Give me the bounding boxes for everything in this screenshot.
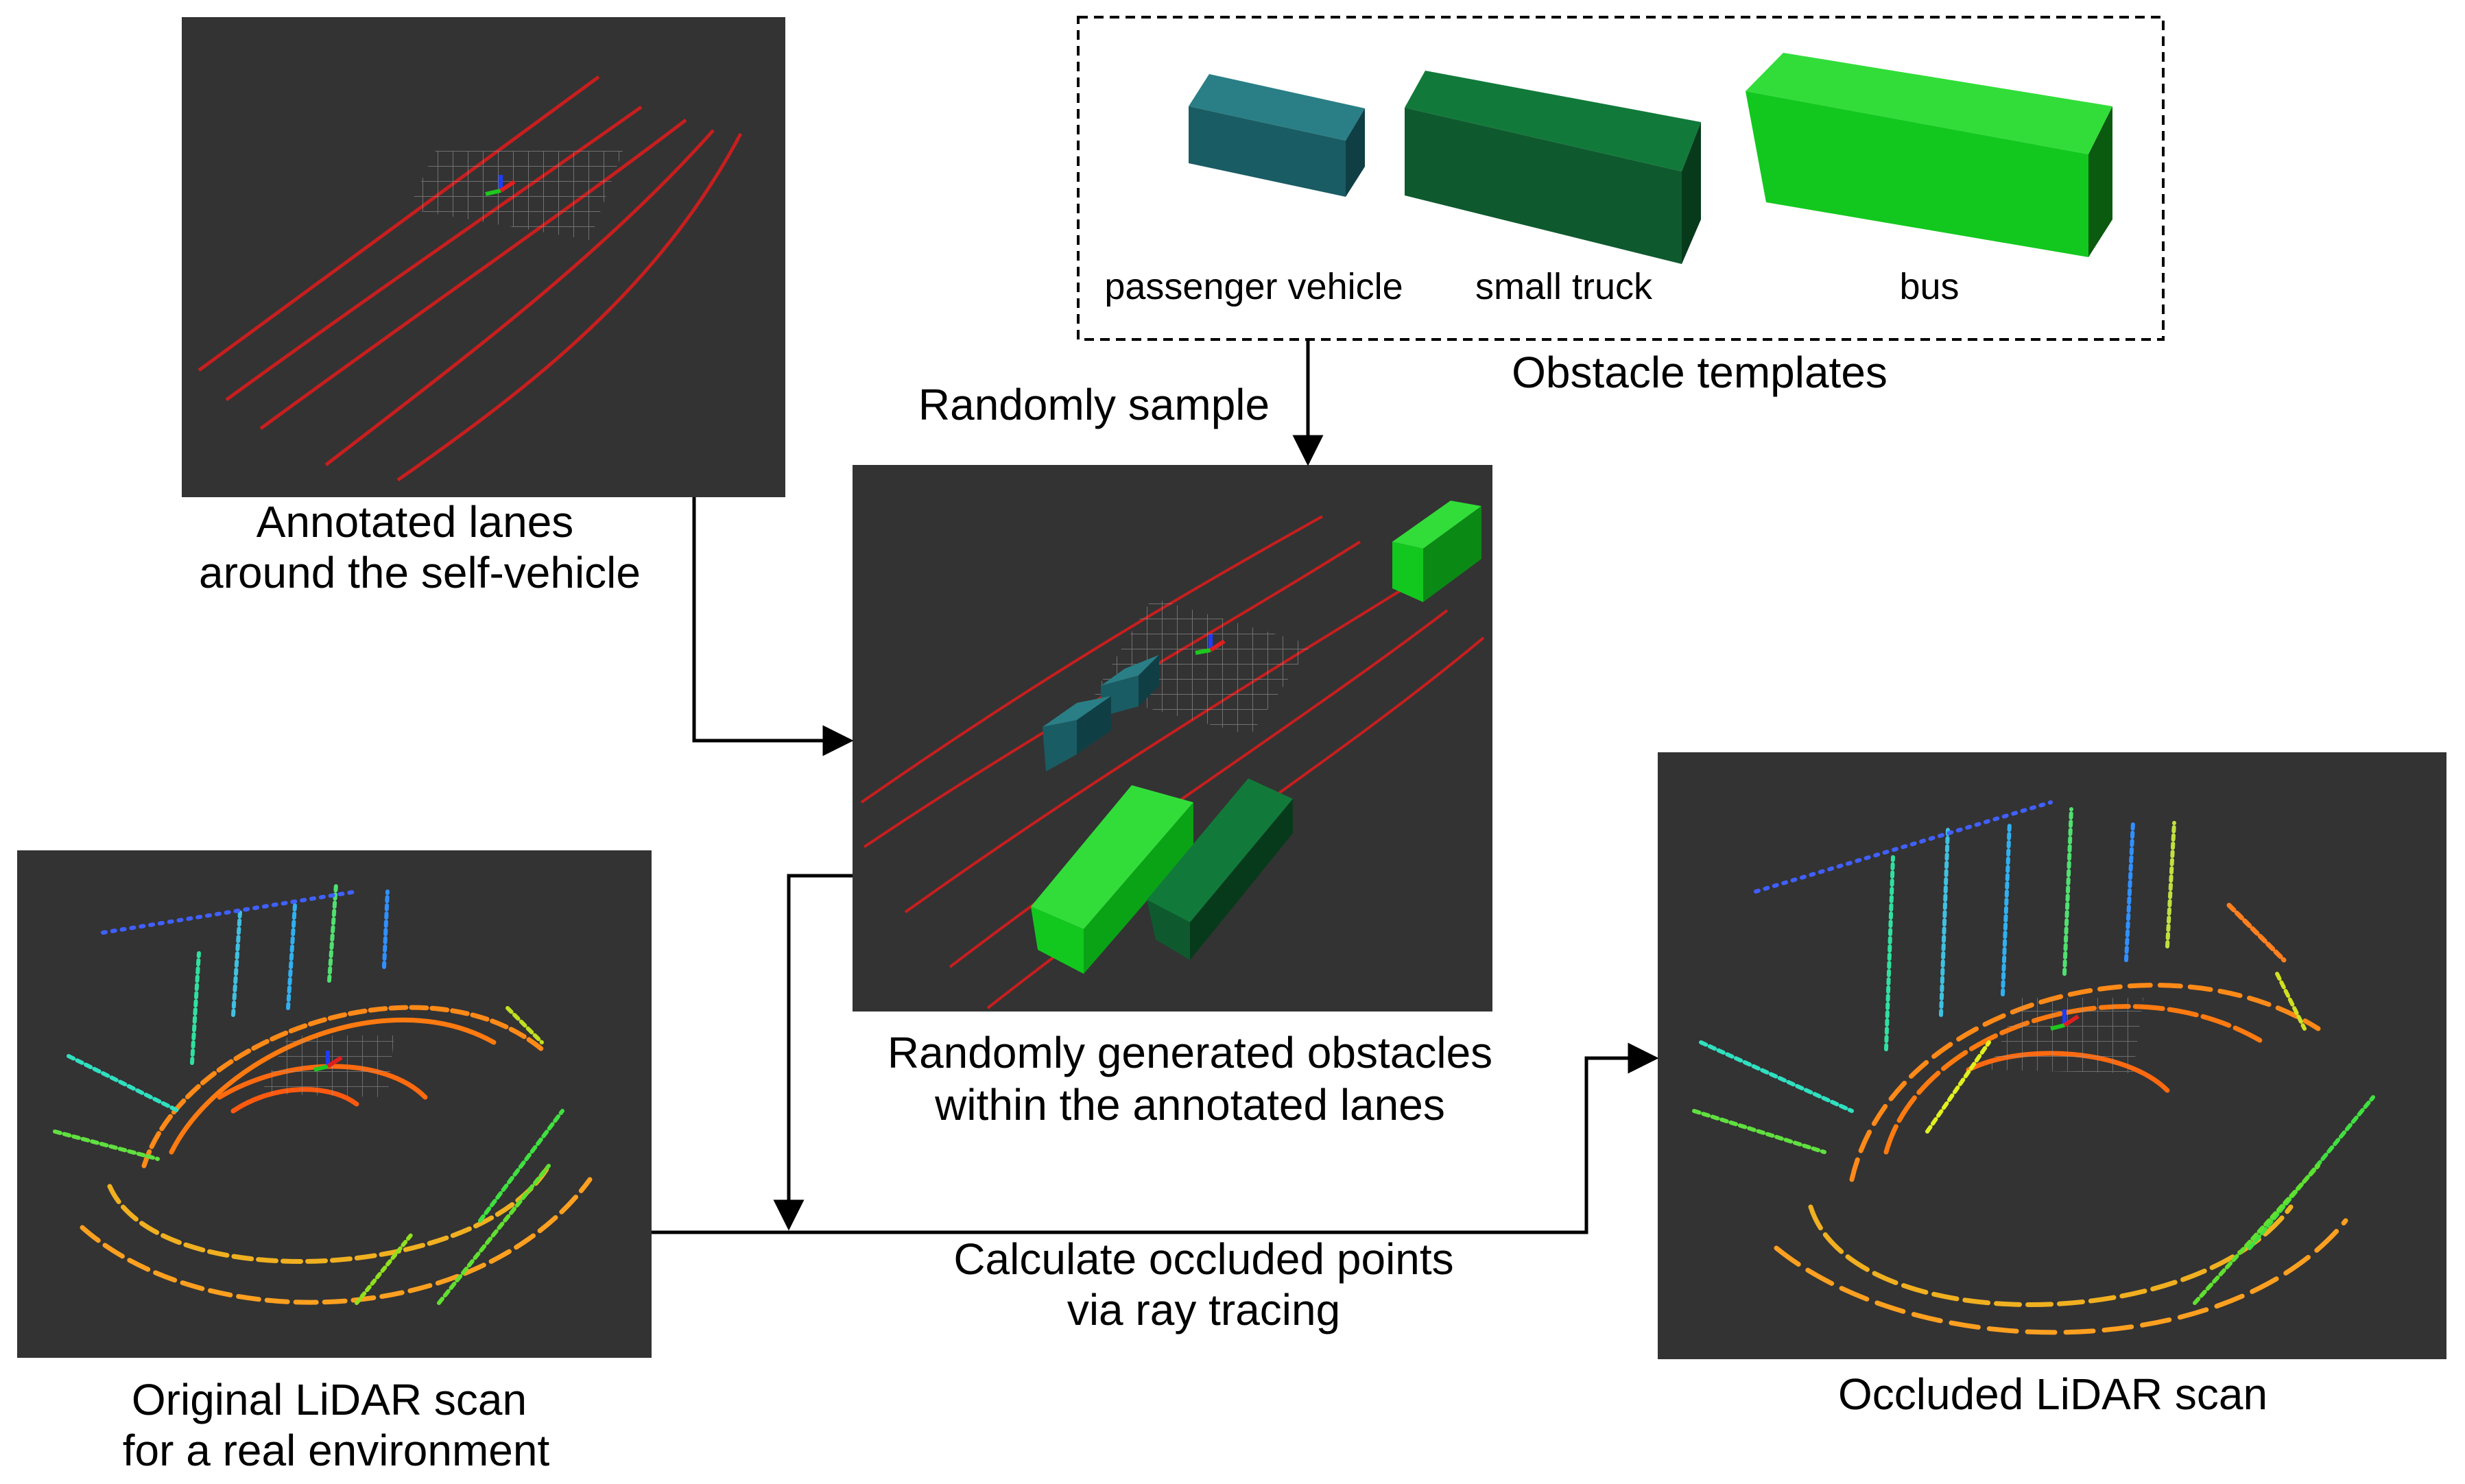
occluded-ground-grid [1989,998,2143,1073]
self-vehicle-axis-icon [485,175,516,196]
bus-template [1746,53,2112,257]
randomly-sample-label: Randomly sample [918,380,1270,429]
small-truck-template [1405,71,1701,264]
generated-small-truck [1147,778,1293,960]
generated-bus-top [1392,501,1481,602]
small-truck-label: small truck [1475,266,1653,307]
ray-tracing-caption-2: via ray tracing [1067,1285,1340,1335]
occluded-axis-icon [2050,1009,2080,1031]
connectors [652,339,1659,1234]
occluded-lidar-caption: Occluded LiDAR scan [1838,1369,2267,1419]
annotated-lanes-panel [182,17,785,497]
generated-caption-1: Randomly generated obstacles [888,1028,1492,1077]
arrow-original-to-occluded [652,1042,1659,1234]
generated-obstacles-panel [853,465,1492,1012]
original-lidar-panel [17,850,652,1358]
original-lidar-structures [53,883,564,1305]
occluded-lidar-panel [1658,752,2446,1359]
generated-caption-2: within the annotated lanes [934,1080,1445,1129]
generated-axis-icon [1195,634,1226,655]
ground-grid [408,151,623,240]
original-axis-icon [313,1051,343,1072]
original-lidar-caption-2: for a real environment [123,1426,550,1475]
original-lidar-caption-1: Original LiDAR scan [132,1375,527,1424]
generated-ground-grid [1094,598,1311,735]
bus-label: bus [1899,266,1959,307]
obstacle-templates-group: passenger vehicle small truck bus Obstac… [1077,16,2165,397]
occluded-lidar-structures [1692,800,2375,1305]
generated-bus-bottom [1031,785,1193,974]
lane-lines [198,75,743,482]
generated-passenger-vehicle-2 [1043,696,1111,771]
annotated-lanes-caption-1: Annotated lanes [257,497,574,547]
templates-dashed-border [1077,16,2165,341]
arrow-generated-to-junction [773,874,853,1231]
annotated-lanes-caption-2: around the self-vehicle [199,548,641,597]
ray-tracing-caption-1: Calculate occluded points [953,1234,1453,1284]
arrow-lanes-to-generated [692,497,854,756]
passenger-vehicle-label: passenger vehicle [1104,266,1403,307]
obstacle-templates-title: Obstacle templates [1512,348,1888,397]
passenger-vehicle-template [1189,74,1365,197]
